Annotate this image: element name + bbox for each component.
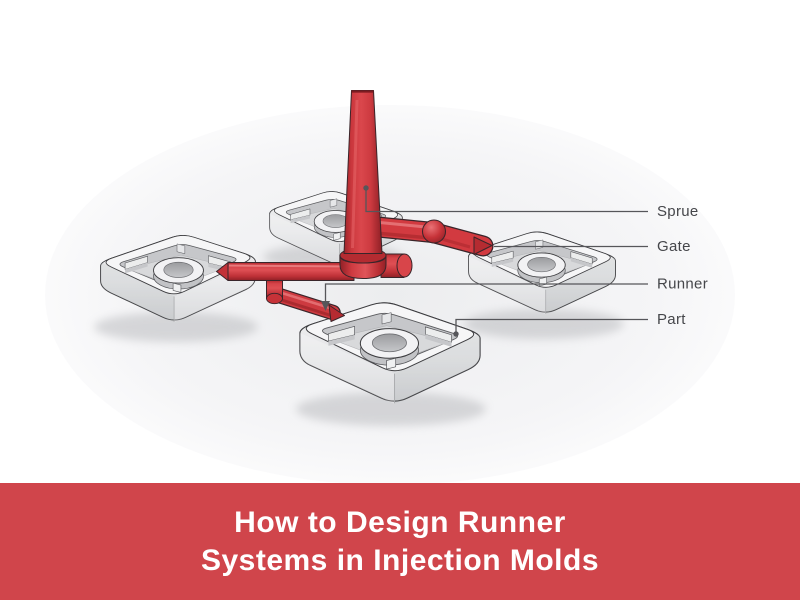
callout-sprue	[363, 185, 648, 213]
label-sprue: Sprue	[657, 203, 699, 220]
callout-runner-arrow	[321, 301, 330, 311]
label-runner: Runner	[657, 276, 708, 293]
shadow-right-box	[464, 309, 624, 339]
shadow-bottom-box	[296, 392, 486, 426]
callout-part	[453, 318, 648, 337]
label-gate: Gate	[657, 238, 691, 255]
runner-elbow-ball	[422, 219, 446, 244]
shadow-left-box	[94, 312, 258, 342]
callout-sprue-dot	[363, 185, 369, 191]
banner-title-line1: How to Design Runner	[234, 505, 566, 539]
runner-tube-left	[216, 262, 355, 281]
title-banner: How to Design Runner Systems in Injectio…	[0, 483, 800, 600]
runner-stub-east	[380, 253, 413, 278]
sprue-shape	[343, 90, 383, 254]
label-part: Part	[657, 311, 686, 328]
gate-tip-bottom	[328, 304, 345, 322]
runner-junction-stub	[266, 280, 283, 305]
gate-tip-left	[216, 262, 229, 281]
banner-title-line2: Systems in Injection Molds	[200, 543, 600, 577]
callout-part-dot	[453, 331, 459, 337]
callout-runner	[321, 283, 648, 311]
runner-tube-right	[367, 216, 494, 257]
callouts	[321, 185, 648, 337]
runner-tube-bottom	[268, 286, 345, 322]
floor-wash	[45, 105, 735, 483]
gate-tip-right	[473, 236, 493, 255]
runner-system	[216, 90, 494, 322]
runner-system-illustration: Sprue Gate Runner Part	[45, 90, 735, 483]
